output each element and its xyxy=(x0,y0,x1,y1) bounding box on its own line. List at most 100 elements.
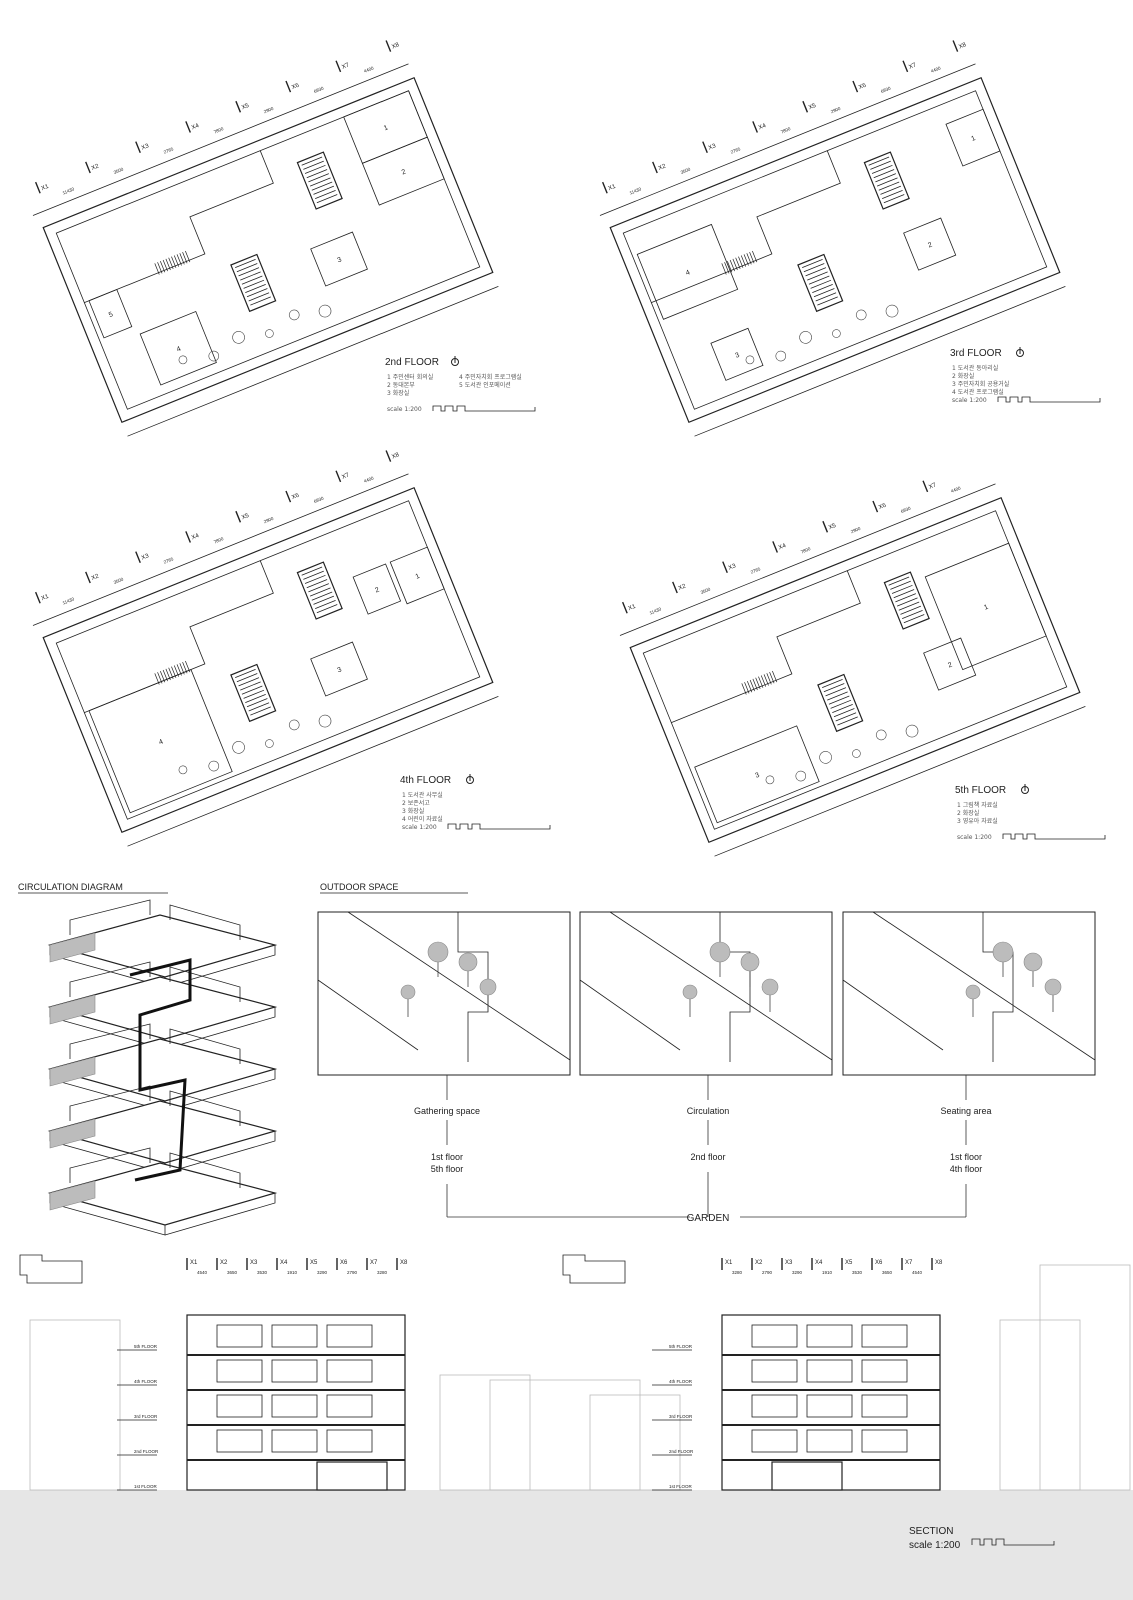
level-label: 1st FLOOR xyxy=(669,1484,693,1489)
grid-tick xyxy=(902,60,909,73)
grid-label: X2 xyxy=(91,573,101,582)
grid-label: X2 xyxy=(658,163,668,172)
legend-item: 4 주민자치회 프로그램실 xyxy=(459,373,522,381)
circulation-diagram: CIRCULATION DIAGRAM xyxy=(18,882,278,1236)
grid-tick xyxy=(672,581,678,594)
stair-tread xyxy=(755,677,761,690)
stair-tread xyxy=(182,252,188,264)
plan-scale: scale 1:200 xyxy=(402,824,437,831)
stair-tread xyxy=(157,262,163,274)
grid-label: X1 xyxy=(41,594,51,603)
tree-icon xyxy=(885,304,899,318)
level-label: 2nd FLOOR xyxy=(134,1449,159,1454)
grid-label: X4 xyxy=(191,533,201,542)
room-number: 4 xyxy=(685,269,691,277)
tree-icon xyxy=(479,978,497,996)
panel-floor: 1st floor xyxy=(431,1152,463,1162)
tree-icon xyxy=(852,749,861,758)
room xyxy=(361,136,445,206)
panel-label: Circulation xyxy=(687,1106,730,1116)
legend-item: 1 도서관 사무실 xyxy=(402,791,443,799)
grid-label: X3 xyxy=(785,1260,793,1266)
legend-item: 3 화장실 xyxy=(402,807,424,815)
grid-dimension: 2900 xyxy=(263,516,275,525)
stair-tread xyxy=(738,256,744,268)
room-number: 2 xyxy=(401,168,407,176)
tree-icon xyxy=(905,724,919,738)
grid-tick xyxy=(752,121,758,133)
stair-icon xyxy=(230,663,277,723)
room-void xyxy=(326,1429,373,1453)
background-building xyxy=(439,1374,531,1491)
tree-icon xyxy=(855,309,867,321)
grid-label: X4 xyxy=(758,123,768,132)
stair-tread xyxy=(727,261,733,273)
section-scale: scale 1:200 xyxy=(909,1540,961,1551)
plan-title: 3rd FLOOR xyxy=(950,348,1002,359)
room xyxy=(945,108,1001,167)
grid-label: X7 xyxy=(341,62,351,71)
tree-icon xyxy=(819,751,832,764)
grid-dimension: 3290 xyxy=(792,1270,803,1275)
level-label: 5th FLOOR xyxy=(134,1344,158,1349)
tree-icon xyxy=(795,770,807,782)
grid-label: X2 xyxy=(220,1260,228,1266)
room-number: 4 xyxy=(176,346,182,354)
grid-label: X8 xyxy=(958,42,968,51)
stair-icon xyxy=(296,561,343,620)
stair-icon xyxy=(296,151,343,210)
grid-dimension: 6930 xyxy=(880,85,892,94)
stair-icon xyxy=(230,253,277,313)
stair-icon xyxy=(883,571,930,630)
grid-dimension: 4400 xyxy=(950,485,962,494)
panel-floor: 4th floor xyxy=(950,1164,983,1174)
grid-tick xyxy=(85,161,91,174)
outer-wall xyxy=(42,76,494,424)
background-building xyxy=(29,1319,121,1491)
grid-tick xyxy=(135,551,141,564)
room-void xyxy=(216,1359,263,1383)
grid-label: X7 xyxy=(905,1260,913,1266)
background-building xyxy=(589,1394,681,1491)
legend-item: 1 주민센터 회의실 xyxy=(387,373,433,381)
tree-icon xyxy=(318,714,332,728)
legend-item: 2 동대본부 xyxy=(387,381,415,389)
room-void xyxy=(751,1359,798,1383)
grid-tick xyxy=(34,181,41,194)
plan-scale: scale 1:200 xyxy=(387,406,422,413)
grid-dimension: 6930 xyxy=(313,85,325,94)
grid-label: X6 xyxy=(291,492,301,501)
stair-tread xyxy=(741,683,747,695)
grid-dimension: 2900 xyxy=(850,526,862,535)
grid-dimension: 3500 xyxy=(113,166,125,175)
stair-tread xyxy=(747,681,753,693)
grid-dimension: 3650 xyxy=(227,1270,238,1275)
circulation-title: CIRCULATION DIAGRAM xyxy=(18,882,123,892)
section-title: SECTION xyxy=(909,1526,953,1537)
grid-dimension: 6930 xyxy=(313,495,325,504)
grid-label: X1 xyxy=(725,1260,733,1266)
grid-label: X3 xyxy=(250,1260,258,1266)
circulation-path xyxy=(129,958,192,1182)
grid-tick xyxy=(722,561,728,574)
grid-label: X8 xyxy=(400,1260,408,1266)
grid-label: X8 xyxy=(391,452,401,461)
grid-dimension: 4400 xyxy=(930,65,942,74)
grid-dimension: 2790 xyxy=(762,1270,773,1275)
scale-bar xyxy=(447,823,551,830)
stair-icon xyxy=(797,253,844,313)
grid-tick xyxy=(285,490,292,503)
courtyard-edge xyxy=(84,150,274,304)
grid-dimension: 2900 xyxy=(263,106,275,115)
grid-dimension: 7800 xyxy=(213,126,225,135)
grid-label: X5 xyxy=(828,523,838,532)
grid-label: X6 xyxy=(858,82,868,91)
stair-tread xyxy=(165,258,171,271)
legend-item: 4 도서관 프로그램실 xyxy=(952,388,1004,396)
stair-tread xyxy=(732,258,738,271)
room xyxy=(139,311,217,386)
grid-label: X4 xyxy=(778,543,788,552)
ground xyxy=(0,1490,1133,1600)
